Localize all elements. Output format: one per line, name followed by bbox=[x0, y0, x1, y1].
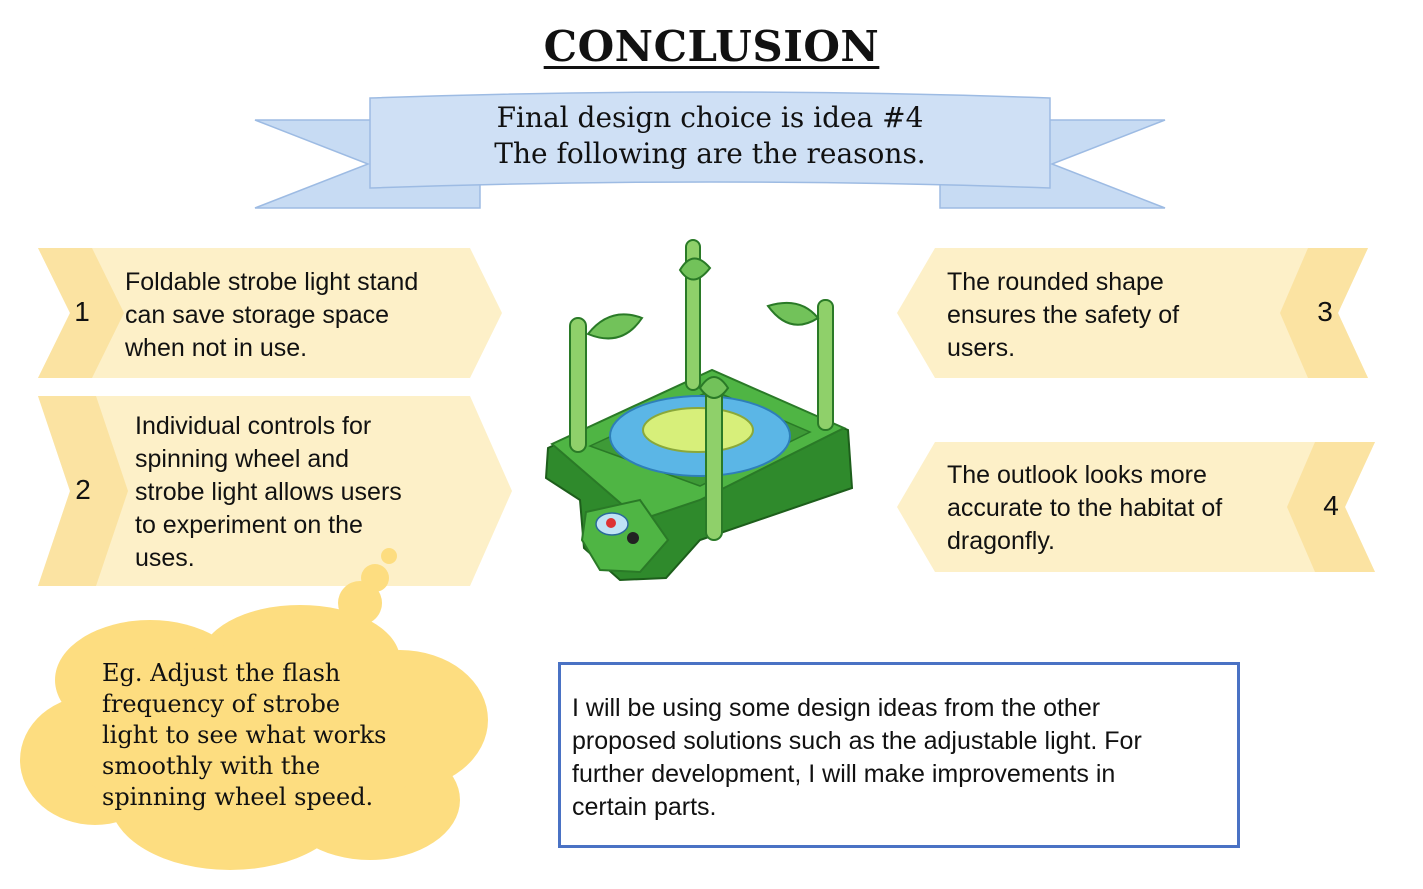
banner-line-2: The following are the reasons. bbox=[494, 137, 926, 170]
summary-line: certain parts. bbox=[572, 793, 717, 821]
reason-2-line: Individual controls for bbox=[135, 412, 372, 440]
banner-text: Final design choice is idea #4 The follo… bbox=[370, 100, 1050, 172]
summary-box bbox=[558, 662, 1240, 848]
reason-4-line: accurate to the habitat of bbox=[947, 494, 1223, 522]
reason-1-text: Foldable strobe light stand can save sto… bbox=[125, 266, 485, 365]
summary-line: proposed solutions such as the adjustabl… bbox=[572, 727, 1142, 755]
post-right bbox=[817, 299, 834, 431]
ribbon-banner bbox=[254, 91, 1166, 209]
summary-text: I will be using some design ideas from t… bbox=[572, 692, 1232, 824]
reason-2-line: strobe light allows users bbox=[135, 478, 402, 506]
thought-bubble bbox=[20, 548, 488, 870]
reason-4-number: 4 bbox=[1323, 490, 1339, 521]
reason-4-text: The outlook looks more accurate to the h… bbox=[947, 459, 1292, 558]
reason-1-line: when not in use. bbox=[125, 334, 308, 362]
reason-4-line: The outlook looks more bbox=[947, 461, 1207, 489]
leaf-left bbox=[586, 313, 644, 340]
reason-3-line: ensures the safety of bbox=[947, 301, 1180, 329]
note-line: light to see what works bbox=[102, 721, 387, 749]
note-line: Eg. Adjust the flash bbox=[102, 659, 341, 687]
post-left bbox=[569, 317, 587, 453]
black-button bbox=[627, 532, 639, 544]
reason-3-line: The rounded shape bbox=[947, 268, 1164, 296]
example-note: Eg. Adjust the flash frequency of strobe… bbox=[102, 658, 432, 813]
post-front bbox=[705, 379, 723, 541]
leaf-back bbox=[678, 257, 712, 281]
reason-2-line: uses. bbox=[135, 544, 195, 572]
page-title: CONCLUSION bbox=[543, 22, 880, 71]
reason-2-text: Individual controls for spinning wheel a… bbox=[135, 410, 495, 575]
reason-2-line: to experiment on the bbox=[135, 511, 363, 539]
reason-arrow-4 bbox=[897, 442, 1375, 572]
reason-3-text: The rounded shape ensures the safety of … bbox=[947, 266, 1287, 365]
banner-line-1: Final design choice is idea #4 bbox=[496, 101, 924, 134]
reason-3-line: users. bbox=[947, 334, 1016, 362]
reason-3-number: 3 bbox=[1317, 296, 1333, 327]
reason-1-line: Foldable strobe light stand bbox=[125, 268, 419, 296]
reason-arrow-2 bbox=[38, 396, 512, 586]
summary-line: I will be using some design ideas from t… bbox=[572, 694, 1101, 722]
reason-4-line: dragonfly. bbox=[947, 527, 1055, 555]
spinning-wheel bbox=[642, 407, 754, 453]
ribbon-body bbox=[369, 91, 1051, 189]
red-button bbox=[606, 518, 616, 528]
note-line: spinning wheel speed. bbox=[102, 783, 374, 811]
reason-arrow-1 bbox=[38, 248, 502, 378]
leaf-right bbox=[766, 302, 820, 326]
reason-2-line: spinning wheel and bbox=[135, 445, 350, 473]
reason-2-number: 2 bbox=[75, 474, 91, 505]
product-sketch bbox=[544, 239, 854, 582]
note-line: smoothly with the bbox=[102, 752, 321, 780]
reason-arrow-3 bbox=[897, 248, 1368, 378]
reason-1-number: 1 bbox=[74, 296, 90, 327]
reason-1-line: can save storage space bbox=[125, 301, 390, 329]
note-line: frequency of strobe bbox=[102, 690, 341, 718]
summary-line: further development, I will make improve… bbox=[572, 760, 1116, 788]
leaf-front bbox=[698, 376, 730, 399]
